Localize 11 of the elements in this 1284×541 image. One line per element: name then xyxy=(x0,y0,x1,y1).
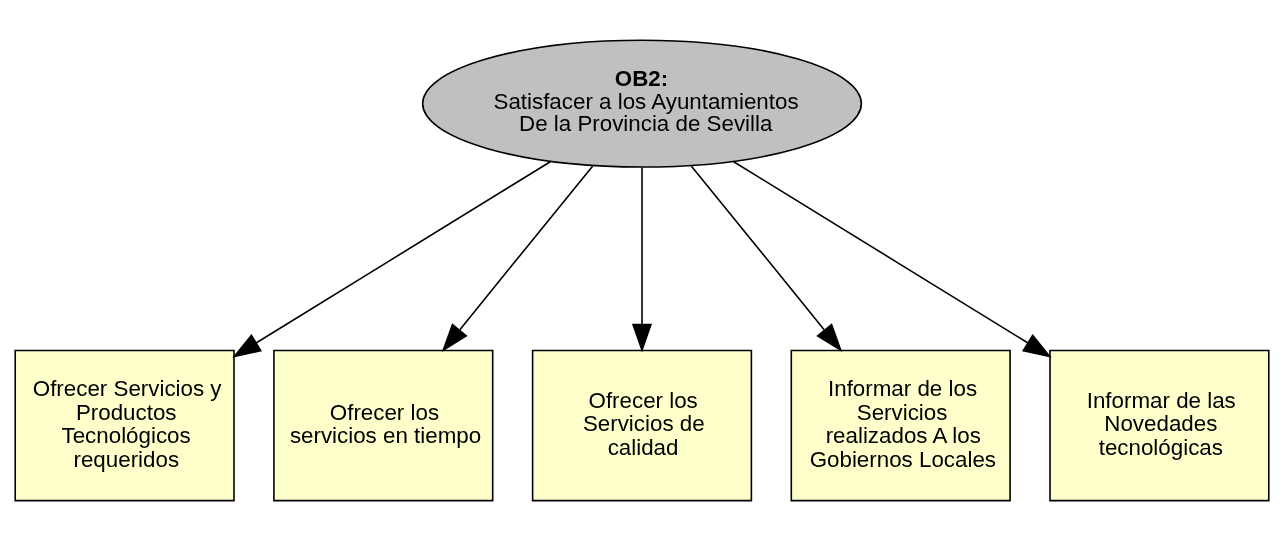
arrow xyxy=(690,165,843,352)
arrow xyxy=(441,165,594,352)
node-box: Informar de los Servicios realizados A los Gobiernos Locales xyxy=(790,349,1011,502)
arrow xyxy=(232,160,552,358)
node-box: Ofrecer Servicios y Productos Tecnológicos requeridos xyxy=(14,349,235,502)
node-box: Ofrecer los Servicios de calidad xyxy=(531,349,753,502)
arrow xyxy=(732,160,1052,358)
arrow xyxy=(631,166,653,353)
node-box: Ofrecer los servicios en tiempo xyxy=(273,349,494,502)
node-box: Informar de las Novedades tecnológicas xyxy=(1049,349,1270,502)
node-ellipse: OB2: Satisfacer a los Ayuntamientos De la Provincia de Sevilla xyxy=(421,39,863,168)
